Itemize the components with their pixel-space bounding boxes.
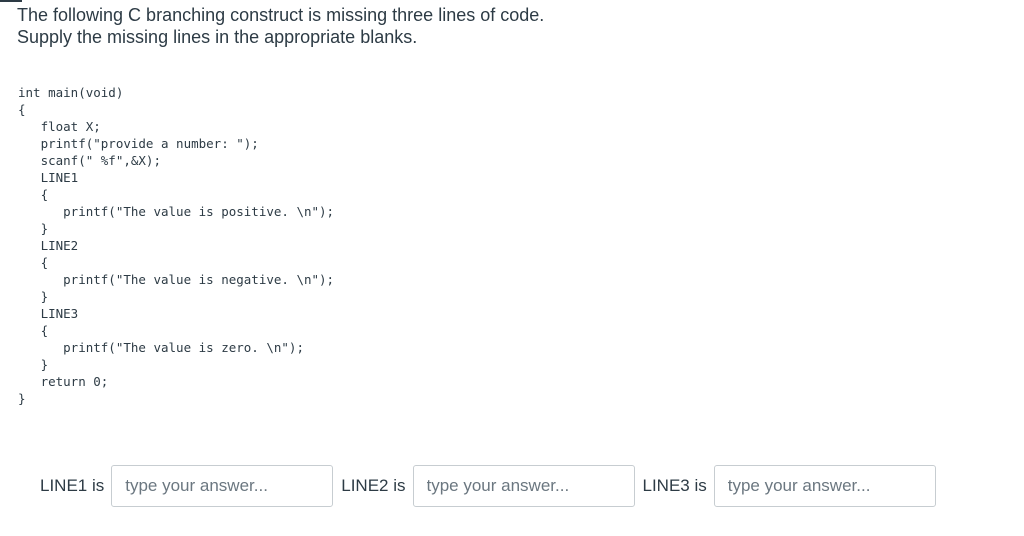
code-line: { (18, 187, 49, 202)
code-line: { (18, 255, 49, 270)
line2-answer-input[interactable] (412, 465, 635, 507)
code-line: printf("The value is negative. \n"); (18, 272, 335, 287)
code-line: } (18, 221, 49, 236)
code-line: } (18, 289, 49, 304)
question-text: The following C branching construct is m… (17, 4, 544, 48)
line3-answer-input[interactable] (713, 465, 936, 507)
line1-answer-input[interactable] (111, 465, 334, 507)
code-line: { (18, 102, 26, 117)
code-line: LINE3 (18, 306, 79, 321)
code-line: } (18, 391, 26, 406)
code-line: printf("The value is zero. \n"); (18, 340, 304, 355)
code-line: { (18, 323, 49, 338)
question-line-1: The following C branching construct is m… (17, 5, 545, 25)
code-line: } (18, 357, 49, 372)
code-line: int main(void) (18, 85, 124, 100)
code-line: return 0; (18, 374, 109, 389)
code-line: printf("provide a number: "); (18, 136, 259, 151)
code-line: float X; (18, 119, 101, 134)
code-line: scanf(" %f",&X); (18, 153, 161, 168)
line2-label: LINE2 is (341, 476, 406, 495)
blank-line1: LINE1 is (40, 465, 334, 507)
answer-blanks: LINE1 is LINE2 is LINE3 is (40, 465, 944, 507)
blank-line3: LINE3 is (643, 465, 936, 507)
code-line: LINE1 (18, 170, 79, 185)
top-accent-bar (0, 0, 22, 2)
line3-label: LINE3 is (642, 476, 707, 495)
code-line: LINE2 (18, 238, 79, 253)
blank-line2: LINE2 is (341, 465, 635, 507)
line1-label: LINE1 is (40, 476, 105, 495)
code-block: int main(void) { float X; printf("provide… (18, 84, 334, 407)
code-line: printf("The value is positive. \n"); (18, 204, 335, 219)
question-line-2: Supply the missing lines in the appropri… (17, 27, 418, 47)
